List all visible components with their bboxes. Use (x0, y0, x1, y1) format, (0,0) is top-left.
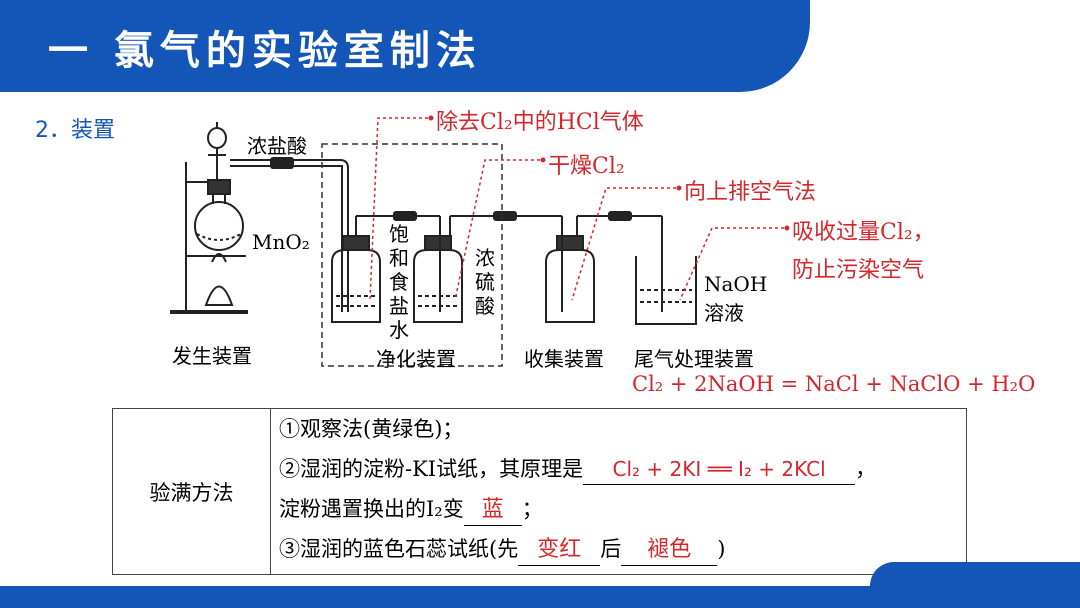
note-dry: 干燥Cl₂ (548, 154, 625, 179)
note-collect-method: 向上排空气法 (684, 180, 817, 205)
footer-bar (0, 586, 1080, 608)
label-tail-device: 尾气处理装置 (634, 347, 754, 371)
flask-stopper (207, 179, 231, 195)
method-line-2-prefix: ②湿润的淀粉-KI试纸，其原理是 (279, 457, 584, 481)
label-naoh: NaOH (704, 272, 768, 296)
bottle-3 (545, 249, 595, 323)
label-gen-device: 发生装置 (172, 344, 252, 368)
note-remove-hcl: 除去Cl₂中的HCl气体 (436, 110, 644, 135)
method-line-1: ①观察法(黄绿色)； (279, 417, 464, 441)
page-title: 一 氯气的实验室制法 (48, 28, 482, 74)
answer-blue: 蓝 (463, 495, 522, 526)
bottle-1 (331, 249, 381, 323)
answer-bleach: 褪色 (621, 535, 718, 566)
alcohol-lamp (204, 285, 234, 306)
note-absorb-2: 防止污染空气 (792, 258, 925, 283)
answer-turn-red: 变红 (518, 535, 601, 566)
method-line-4-prefix: ③湿润的蓝色石蕊试纸(先 (279, 537, 519, 561)
label-conc-h2so4: 浓硫酸 (475, 246, 495, 318)
funnel-bulb (207, 127, 227, 149)
method-line-3: 淀粉遇置换出的I₂变蓝； (279, 489, 966, 529)
method-line-3-suffix: ； (521, 497, 543, 521)
flame (211, 253, 227, 263)
label-solution: 溶液 (704, 301, 744, 325)
note-absorb-1: 吸收过量Cl₂， (792, 220, 935, 245)
label-collect-device: 收集装置 (524, 347, 604, 371)
answer-equation: Cl₂ + 2KI ══ I₂ + 2KCl (583, 454, 856, 485)
label-sat-nacl: 饱和食盐水 (389, 222, 409, 342)
method-line-4-mid: 后 (600, 537, 622, 561)
round-flask (194, 201, 244, 251)
method-line-4: ③湿润的蓝色石蕊试纸(先变红后褪色) (279, 529, 966, 569)
beaker (635, 256, 697, 325)
footer-corner (870, 562, 1080, 586)
section-label: 2．装置 (35, 118, 115, 143)
label-purify-device: 净化装置 (376, 347, 456, 371)
label-mno2: MnO₂ (252, 230, 310, 254)
method-head: 验满方法 (112, 408, 271, 575)
label-conc-hcl: 浓盐酸 (247, 134, 307, 158)
tube-1 (230, 159, 349, 312)
method-line-2-suffix: ， (855, 457, 877, 481)
method-line-4-suffix: ) (717, 537, 726, 561)
equation: Cl₂ + 2NaOH = NaCl + NaClO + H₂O (632, 372, 1036, 396)
purify-box (321, 143, 503, 367)
method-line-3-prefix: 淀粉遇置换出的I₂变 (279, 497, 464, 521)
title-bar (0, 0, 810, 92)
bottle-2 (413, 249, 463, 323)
